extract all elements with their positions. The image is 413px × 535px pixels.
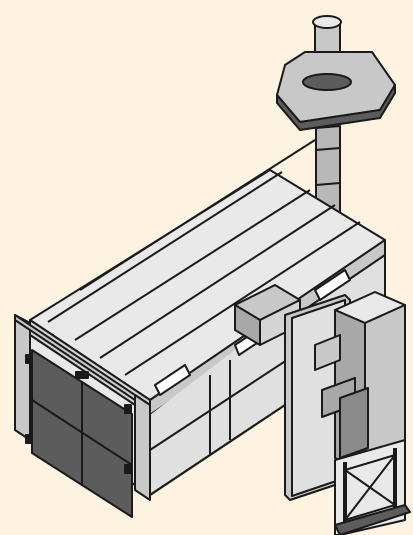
side-window-1 xyxy=(154,364,191,396)
booth-front xyxy=(14,314,151,518)
air-makeup-unit xyxy=(314,291,411,535)
side-window-3 xyxy=(314,269,351,301)
connecting-duct xyxy=(234,284,301,346)
exhaust-stack xyxy=(276,15,396,219)
